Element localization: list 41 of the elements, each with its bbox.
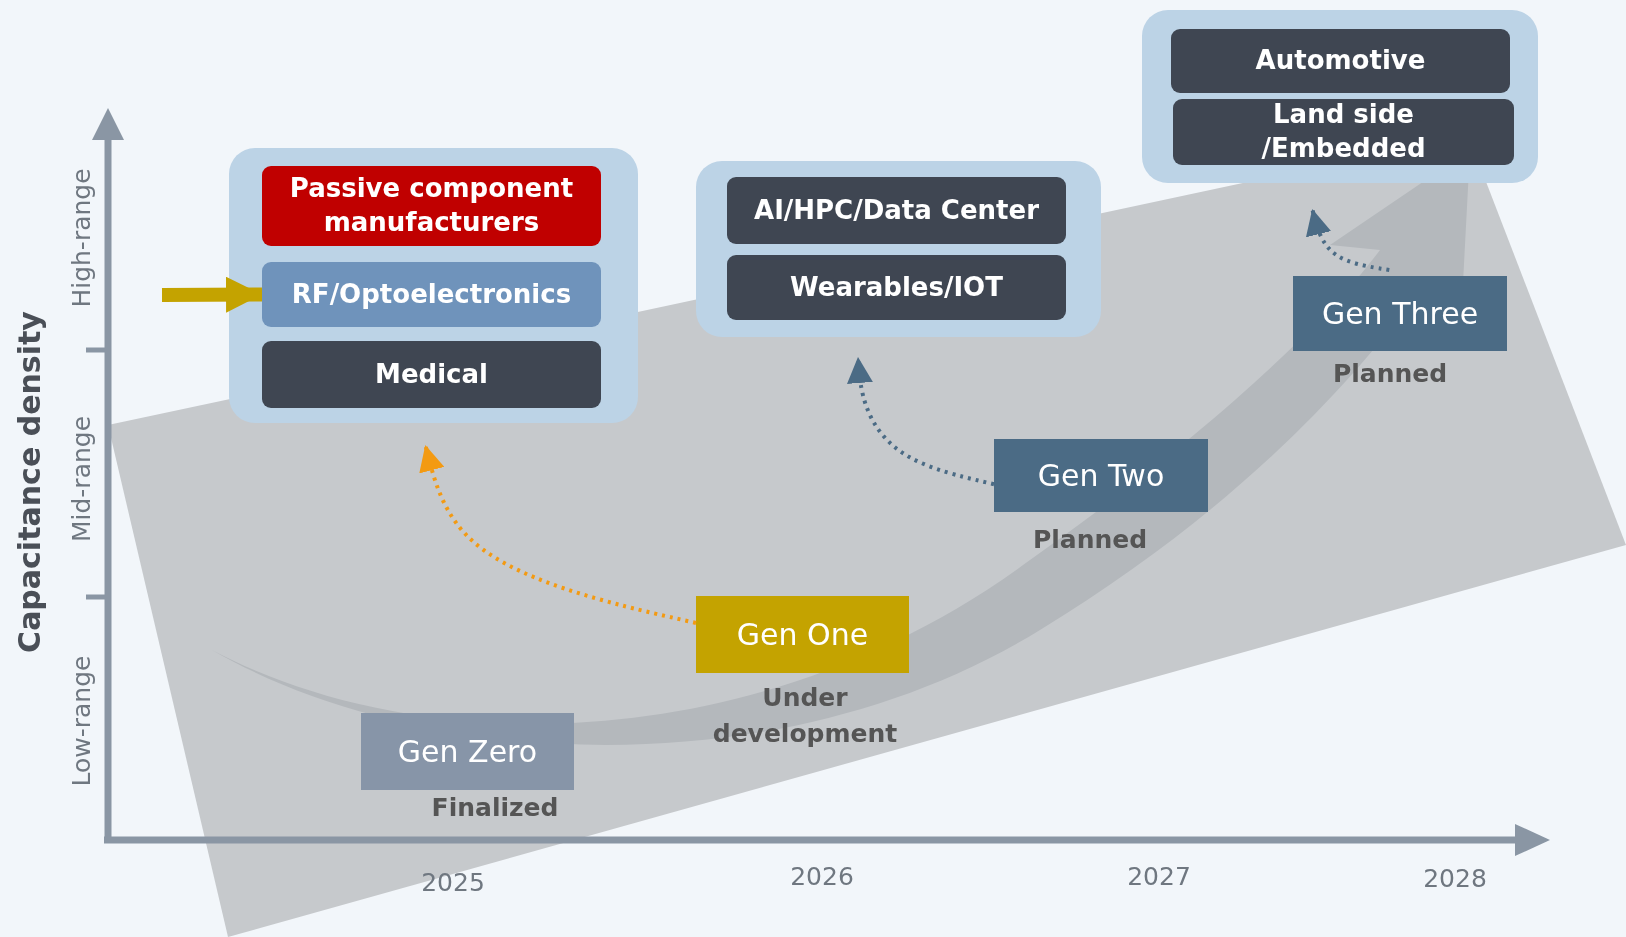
application-box: [262, 262, 601, 327]
group-panel: [696, 161, 1101, 337]
box-label: Wearables/IOT: [790, 270, 1003, 304]
dotted-arrow: [1305, 208, 1390, 272]
range-label: High-range: [66, 168, 96, 308]
year-label: 2028: [1423, 863, 1487, 893]
box-label: AI/HPC/Data Center: [754, 193, 1039, 227]
box-label: Gen Three: [1321, 295, 1479, 333]
year-label: 2025: [421, 867, 485, 897]
axis-title: Capacitance density: [11, 311, 47, 653]
box-label: Land side /Embedded: [1260, 98, 1427, 165]
box-label: Gen One: [736, 616, 869, 654]
application-box: [1173, 99, 1514, 165]
generation-box: [994, 439, 1208, 512]
box-label: RF/Optoelectronics: [291, 277, 572, 311]
application-box: [262, 166, 601, 246]
year-label: 2027: [1127, 861, 1191, 891]
application-box: [1171, 29, 1510, 93]
range-label: Low-range: [66, 655, 96, 787]
group-panel: [229, 148, 638, 423]
box-label: Gen Two: [1037, 457, 1165, 495]
status-label: Planned: [1331, 358, 1449, 390]
box-label: Medical: [375, 357, 488, 391]
status-label: Planned: [1031, 524, 1149, 556]
application-box: [262, 341, 601, 408]
generation-box: [361, 713, 574, 790]
range-label: Mid-range: [66, 415, 96, 543]
dotted-arrow: [847, 356, 995, 487]
status-label: Finalized: [430, 792, 560, 824]
box-label: Passive component manufacturers: [288, 172, 575, 239]
box-label: Gen Zero: [397, 733, 538, 771]
application-box: [727, 255, 1066, 320]
generation-box: [1293, 276, 1507, 351]
generation-box: [696, 596, 909, 673]
group-panel: [1142, 10, 1538, 183]
year-label: 2026: [790, 861, 854, 891]
box-label: Automotive: [1255, 44, 1426, 78]
dotted-arrow: [419, 444, 697, 625]
application-box: [727, 177, 1066, 244]
arrow: [161, 276, 263, 313]
status-label: Under development: [711, 682, 899, 751]
